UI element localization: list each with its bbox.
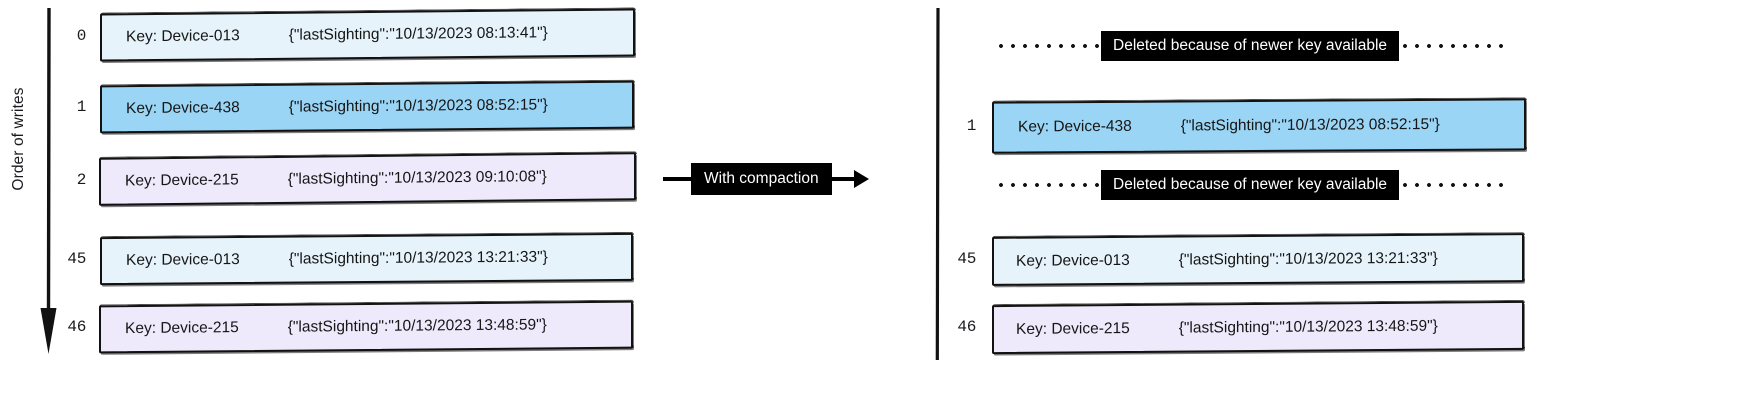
- entry-key: Key: Device-013: [126, 27, 240, 46]
- entry-key: Key: Device-215: [125, 171, 239, 190]
- log-entry-card[interactable]: Key: Device-438 {"lastSighting":"10/13/2…: [100, 80, 634, 134]
- entry-value: {"lastSighting":"10/13/2023 13:21:33"}: [1178, 249, 1438, 269]
- entry-value: {"lastSighting":"10/13/2023 08:13:41"}: [288, 24, 548, 44]
- row-index: 1: [76, 98, 87, 116]
- log-entry-row[interactable]: Key: Device-215 {"lastSighting":"10/13/2…: [99, 152, 636, 206]
- log-entry-row[interactable]: Key: Device-215 {"lastSighting":"10/13/2…: [992, 300, 1524, 355]
- dotted-line-right: [1399, 44, 1504, 48]
- entry-key: Key: Device-438: [126, 99, 240, 118]
- row-index: 2: [76, 171, 87, 189]
- order-of-writes-label: Order of writes: [10, 87, 27, 191]
- row-index: 45: [957, 250, 976, 268]
- row-index: 46: [957, 318, 976, 336]
- log-entry-row[interactable]: Key: Device-438 {"lastSighting":"10/13/2…: [992, 98, 1526, 154]
- log-entry-card[interactable]: Key: Device-215 {"lastSighting":"10/13/2…: [992, 300, 1524, 355]
- row-index: 45: [67, 250, 86, 268]
- arrow-stem-right: [831, 177, 854, 181]
- deleted-annotation: Deleted because of newer key available: [995, 170, 1540, 200]
- entry-key: Key: Device-438: [1018, 117, 1132, 136]
- row-index: 46: [67, 318, 86, 336]
- log-entry-card[interactable]: Key: Device-215 {"lastSighting":"10/13/2…: [99, 300, 633, 354]
- dotted-line-right: [1399, 183, 1504, 187]
- panel-divider: [927, 6, 949, 362]
- log-entry-card[interactable]: Key: Device-215 {"lastSighting":"10/13/2…: [99, 152, 636, 206]
- entry-key: Key: Device-215: [1016, 319, 1130, 338]
- entry-key: Key: Device-215: [125, 319, 239, 338]
- with-compaction-arrow: With compaction: [663, 160, 895, 198]
- dotted-line-left: [995, 183, 1101, 187]
- log-entry-card[interactable]: Key: Device-013 {"lastSighting":"10/13/2…: [100, 232, 633, 286]
- deleted-label: Deleted because of newer key available: [1101, 31, 1400, 61]
- entry-value: {"lastSighting":"10/13/2023 13:48:59"}: [1178, 317, 1438, 337]
- log-entry-row[interactable]: Key: Device-438 {"lastSighting":"10/13/2…: [100, 80, 634, 134]
- dotted-line-left: [995, 44, 1101, 48]
- deleted-annotation: Deleted because of newer key available: [995, 31, 1540, 61]
- log-entry-row[interactable]: Key: Device-013 {"lastSighting":"10/13/2…: [992, 233, 1524, 286]
- entry-value: {"lastSighting":"10/13/2023 08:52:15"}: [288, 96, 548, 116]
- log-entry-card[interactable]: Key: Device-438 {"lastSighting":"10/13/2…: [992, 98, 1526, 154]
- deleted-label: Deleted because of newer key available: [1101, 170, 1400, 200]
- with-compaction-label: With compaction: [691, 163, 832, 195]
- entry-key: Key: Device-013: [126, 250, 240, 269]
- arrow-stem-left: [663, 177, 691, 181]
- log-entry-row[interactable]: Key: Device-013 {"lastSighting":"10/13/2…: [100, 8, 635, 62]
- row-index: 0: [76, 27, 87, 45]
- entry-value: {"lastSighting":"10/13/2023 13:48:59"}: [287, 316, 547, 336]
- log-entry-row[interactable]: Key: Device-013 {"lastSighting":"10/13/2…: [100, 232, 633, 286]
- entry-value: {"lastSighting":"10/13/2023 09:10:08"}: [287, 168, 547, 188]
- log-entry-row[interactable]: Key: Device-215 {"lastSighting":"10/13/2…: [99, 300, 633, 354]
- row-index: 1: [966, 117, 977, 135]
- right-arrow-icon: [853, 170, 869, 188]
- entry-value: {"lastSighting":"10/13/2023 13:21:33"}: [288, 248, 548, 268]
- entry-key: Key: Device-013: [1016, 251, 1130, 270]
- log-entry-card[interactable]: Key: Device-013 {"lastSighting":"10/13/2…: [100, 8, 635, 62]
- down-arrow-icon: [38, 6, 60, 356]
- entry-value: {"lastSighting":"10/13/2023 08:52:15"}: [1180, 115, 1440, 135]
- log-entry-card[interactable]: Key: Device-013 {"lastSighting":"10/13/2…: [992, 233, 1524, 286]
